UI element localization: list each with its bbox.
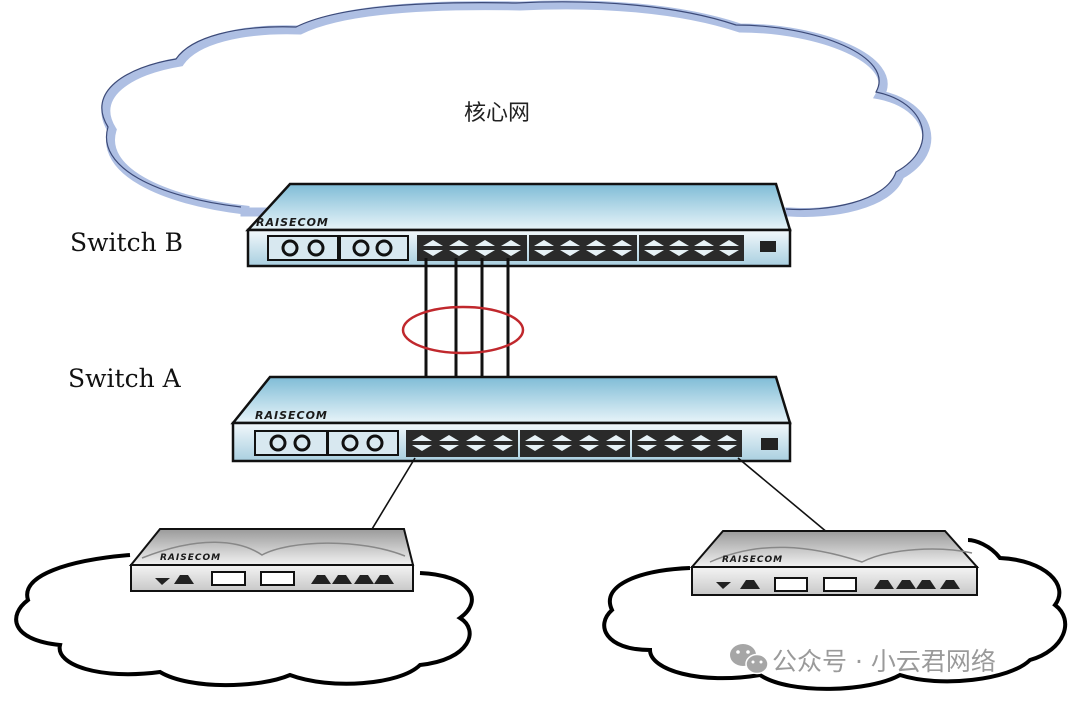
wechat-icon	[730, 644, 769, 675]
switch-b[interactable]: RAISECOM	[245, 182, 792, 268]
watermark: 公众号 · 小云君网络	[730, 644, 996, 676]
switch-b-fiber-ports	[267, 235, 409, 261]
switch-a-ethernet-ports	[406, 430, 742, 457]
switch-a-console-port	[761, 438, 778, 450]
switch-a[interactable]: RAISECOM	[230, 375, 792, 463]
switch-b-ethernet-ports	[417, 235, 744, 261]
switch-a-fiber-ports	[254, 430, 399, 456]
link-aggregation-marker	[401, 305, 525, 355]
switch-a-brand: RAISECOM	[255, 409, 328, 422]
access-device-right[interactable]: RAISECOM	[689, 530, 980, 596]
core-network-label: 核心网	[464, 101, 530, 126]
access-device-left-brand: RAISECOM	[160, 553, 221, 563]
access-device-right-brand: RAISECOM	[722, 555, 783, 565]
access-device-left[interactable]: RAISECOM	[128, 528, 415, 592]
left-access-cloud	[14, 553, 474, 688]
switch-a-label: Switch A	[68, 364, 182, 393]
switch-b-console-port	[760, 241, 776, 252]
watermark-text: 公众号 · 小云君网络	[772, 647, 996, 676]
switch-b-brand: RAISECOM	[256, 216, 329, 229]
core-network-cloud: 核心网	[101, 0, 932, 217]
right-access-cloud	[602, 538, 1068, 691]
switch-b-label: Switch B	[70, 228, 183, 257]
